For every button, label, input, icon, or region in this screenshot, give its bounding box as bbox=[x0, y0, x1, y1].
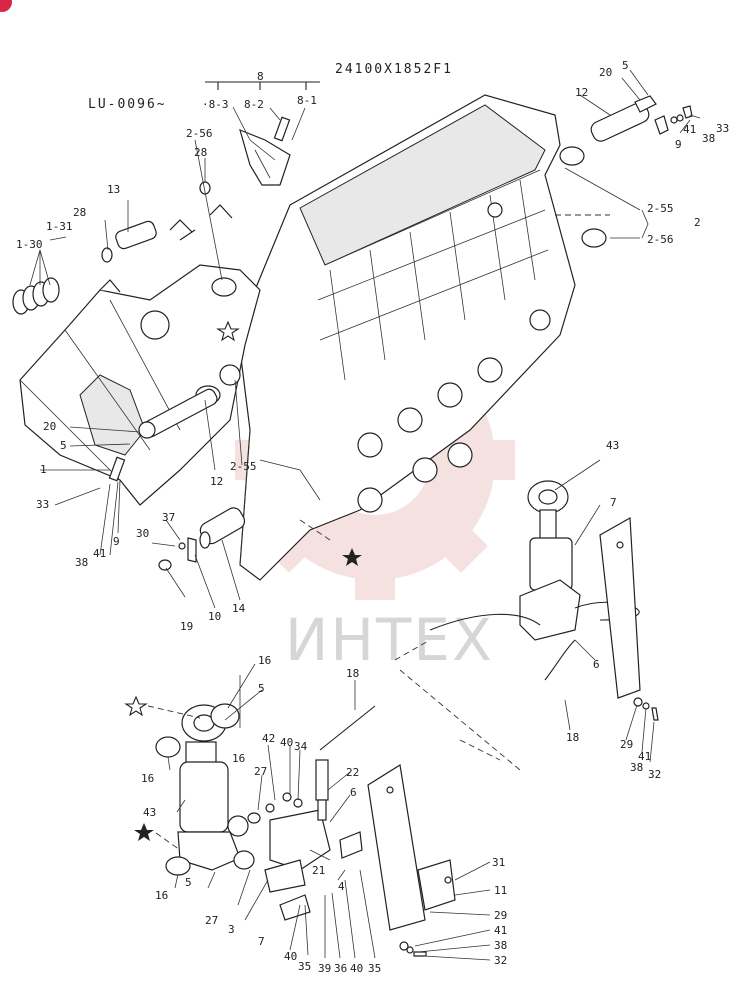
label-37: 37 bbox=[162, 511, 175, 524]
pins-upper-right bbox=[559, 95, 693, 248]
label-16-d: 16 bbox=[155, 889, 168, 902]
leader-lines bbox=[29, 69, 701, 961]
valve-block-lower bbox=[264, 759, 363, 921]
label-42: 42 bbox=[262, 732, 275, 745]
label-32-b: 32 bbox=[494, 954, 507, 967]
label-19: 19 bbox=[180, 620, 193, 633]
label-6-b: 6 bbox=[350, 786, 357, 799]
label-16-c: 16 bbox=[232, 752, 245, 765]
label-33-b: 33 bbox=[36, 498, 49, 511]
label-2-55-a: 2-55 bbox=[647, 202, 674, 215]
label-8-2: 8-2 bbox=[244, 98, 264, 111]
label-18-a: 18 bbox=[346, 667, 359, 680]
label-38-b: 38 bbox=[75, 556, 88, 569]
guard-plate-right bbox=[599, 517, 659, 721]
label-3: 3 bbox=[228, 923, 235, 936]
label-41-b: 41 bbox=[93, 547, 106, 560]
label-7-b: 7 bbox=[258, 935, 265, 948]
label-1: 1 bbox=[40, 463, 47, 476]
label-18-b: 18 bbox=[566, 731, 579, 744]
label-38-c: 38 bbox=[630, 761, 643, 774]
label-21: 21 bbox=[312, 864, 325, 877]
label-8-1: 8-1 bbox=[297, 94, 317, 107]
label-41-a: 41 bbox=[683, 123, 696, 136]
pins-upper-left bbox=[12, 181, 237, 405]
label-20-a: 20 bbox=[599, 66, 612, 79]
watermark-text: ИНТЕХ bbox=[285, 606, 494, 674]
label-38-d: 38 bbox=[494, 939, 507, 952]
label-4: 4 bbox=[338, 880, 345, 893]
label-5-c: 5 bbox=[258, 682, 265, 695]
label-27-a: 27 bbox=[254, 765, 267, 778]
label-16-b: 16 bbox=[141, 772, 154, 785]
pins-lower-left bbox=[108, 388, 246, 571]
label-29-b: 29 bbox=[494, 909, 507, 922]
label-1-31: 1-31 bbox=[46, 220, 73, 233]
part-labels: 8 ·8-3 8-2 8-1 2-56 28 13 28 1-31 1-30 5… bbox=[16, 59, 729, 975]
label-22: 22 bbox=[346, 766, 359, 779]
label-1-30: 1-30 bbox=[16, 238, 43, 251]
label-41-c: 41 bbox=[638, 750, 651, 763]
drawing-number: 24100X1852F1 bbox=[335, 62, 453, 77]
part-8-tooth bbox=[205, 81, 320, 186]
label-9-b: 9 bbox=[113, 535, 120, 548]
label-40-b: 40 bbox=[284, 950, 297, 963]
label-35-b: 35 bbox=[368, 962, 381, 975]
label-38-a: 38 bbox=[702, 132, 715, 145]
corner-badge bbox=[0, 0, 12, 12]
label-33-a: 33 bbox=[716, 122, 729, 135]
hose-assembly bbox=[319, 613, 576, 771]
label-43-b: 43 bbox=[143, 806, 156, 819]
label-40-a: 40 bbox=[280, 736, 293, 749]
label-5-a: 5 bbox=[622, 59, 629, 72]
label-12-a: 12 bbox=[575, 86, 588, 99]
label-8: 8 bbox=[257, 70, 264, 83]
label-41-d: 41 bbox=[494, 924, 507, 937]
label-2: 2 bbox=[694, 216, 701, 229]
label-30: 30 bbox=[136, 527, 149, 540]
label-20-b: 20 bbox=[43, 420, 56, 433]
label-36: 36 bbox=[334, 962, 347, 975]
label-28-a: 28 bbox=[194, 146, 207, 159]
guard-plate-lower bbox=[367, 764, 456, 957]
label-28-b: 28 bbox=[73, 206, 86, 219]
label-16-a: 16 bbox=[258, 654, 271, 667]
label-11: 11 bbox=[494, 884, 507, 897]
label-31: 31 bbox=[492, 856, 505, 869]
bucket-body-left bbox=[19, 204, 261, 506]
label-2-55-b: 2-55 bbox=[230, 460, 257, 473]
cylinder-lower-left bbox=[155, 703, 261, 876]
label-13: 13 bbox=[107, 183, 120, 196]
label-40-c: 40 bbox=[350, 962, 363, 975]
label-35-a: 35 bbox=[298, 960, 311, 973]
label-6-a: 6 bbox=[593, 658, 600, 671]
label-39: 39 bbox=[318, 962, 331, 975]
label-34: 34 bbox=[294, 740, 308, 753]
label-32-a: 32 bbox=[648, 768, 661, 781]
label-5-b: 5 bbox=[60, 439, 67, 452]
label-2-56-b: 2-56 bbox=[647, 233, 674, 246]
label-14: 14 bbox=[232, 602, 246, 615]
label-9-a: 9 bbox=[675, 138, 682, 151]
label-43-a: 43 bbox=[606, 439, 619, 452]
bucket-frame bbox=[239, 94, 610, 581]
label-27-b: 27 bbox=[205, 914, 218, 927]
label-7-a: 7 bbox=[610, 496, 617, 509]
label-12-b: 12 bbox=[210, 475, 223, 488]
label-29-a: 29 bbox=[620, 738, 633, 751]
reference-stars bbox=[124, 320, 362, 851]
label-10: 10 bbox=[208, 610, 221, 623]
label-8-3: ·8-3 bbox=[202, 98, 229, 111]
label-2-56-a: 2-56 bbox=[186, 127, 213, 140]
label-5-d: 5 bbox=[185, 876, 192, 889]
serial-note: LU-0096~ bbox=[88, 97, 167, 112]
